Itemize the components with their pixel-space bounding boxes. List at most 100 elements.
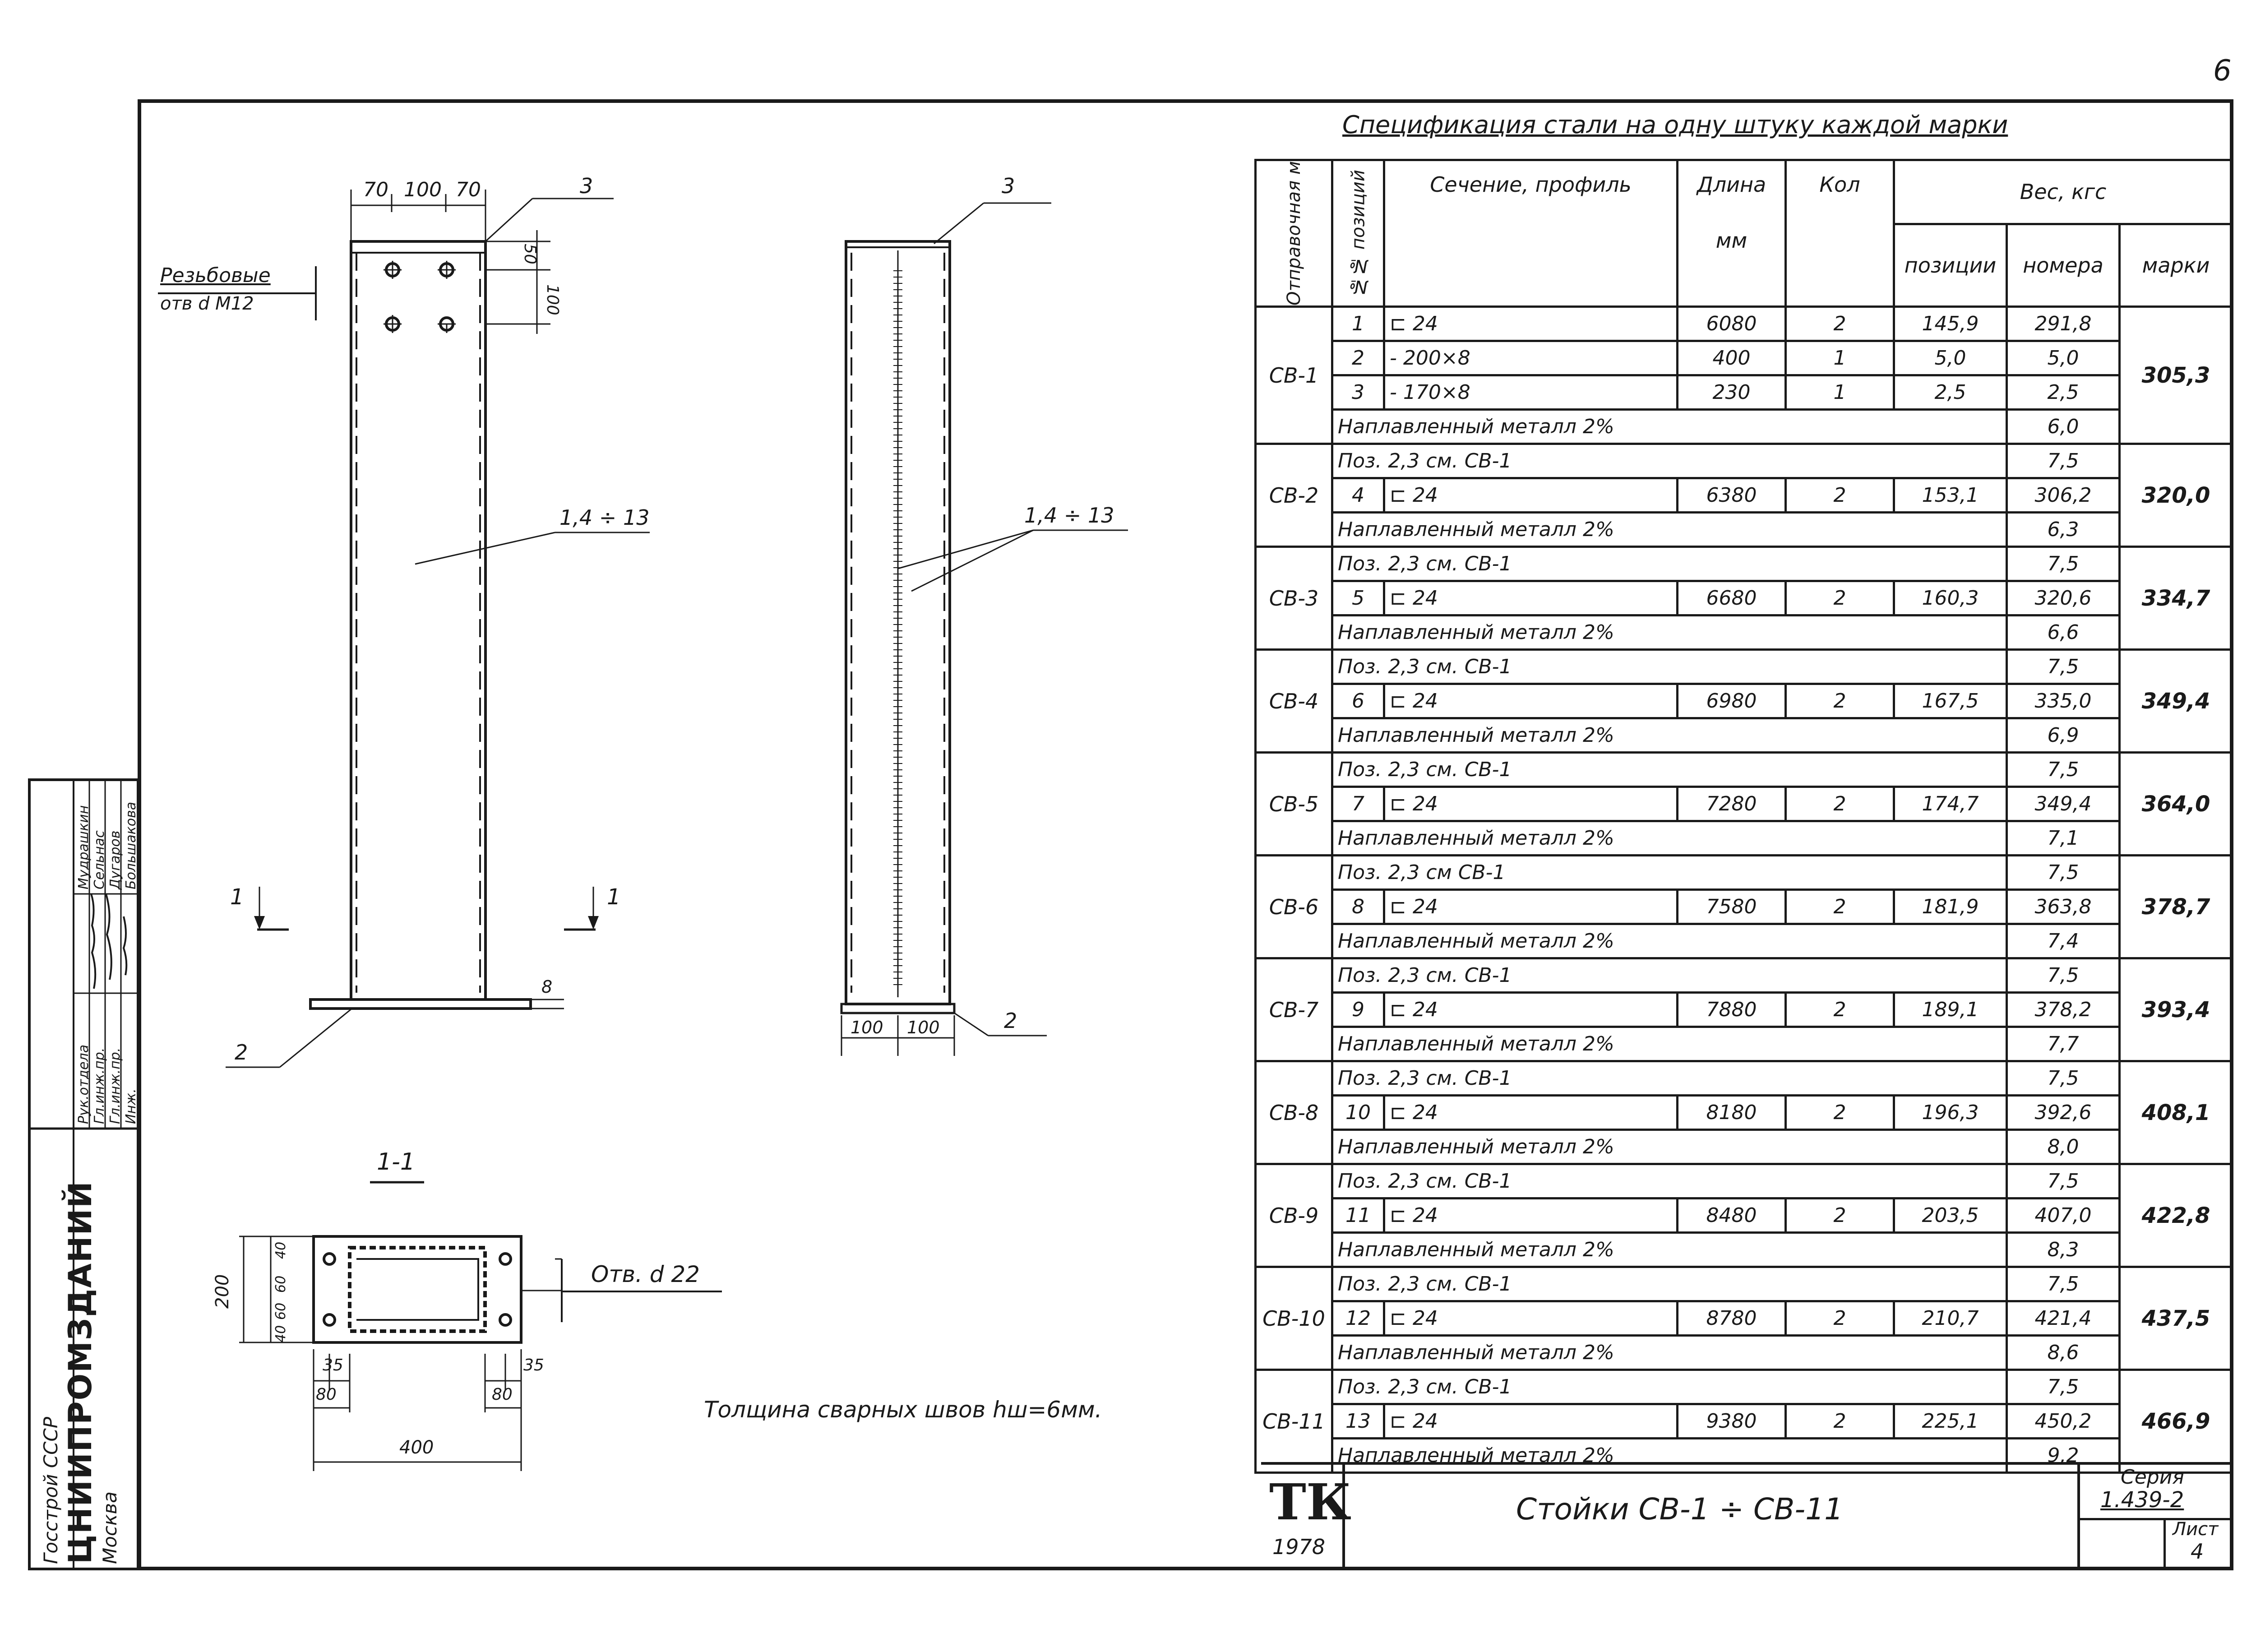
section-dim-v4: 40	[273, 1241, 289, 1259]
reference-weight: 7,5	[2006, 546, 2121, 582]
table-row: Наплавленный металл 2%6,3	[1256, 511, 2233, 548]
section-left-dim-2: 80	[316, 1385, 337, 1404]
length-cell: 6080	[1676, 305, 1787, 342]
length-cell: 6680	[1676, 580, 1787, 616]
reference-note: Поз. 2,3 см. СВ-1	[1331, 1163, 2008, 1199]
dim-top-3: 70	[456, 178, 481, 201]
spec-table: Отправочная марка №№ позиций Сечение, пр…	[1254, 159, 2234, 1474]
group-total-weight: 466,9	[2118, 1369, 2234, 1474]
table-row: Наплавленный металл 2%6,9	[1256, 717, 2233, 754]
weight-num-cell: 363,8	[2006, 888, 2121, 925]
weight-pos-cell: 160,3	[1893, 580, 2008, 616]
qty-cell: 2	[1784, 1197, 1895, 1234]
table-row: Наплавленный металл 2%7,1	[1256, 820, 2233, 856]
section-cell: - 200×8	[1383, 340, 1678, 376]
section-mark-left: 1	[230, 884, 244, 910]
weight-num-cell: 407,0	[2006, 1197, 2121, 1234]
reference-note: Поз. 2,3 см. СВ-1	[1331, 1369, 2008, 1405]
header-mark: Отправочная марка	[1255, 160, 1332, 307]
weld-metal-note: Наплавленный металл 2%	[1331, 1026, 2008, 1062]
group-total-weight: 320,0	[2118, 443, 2234, 548]
reference-weight: 7,5	[2006, 1266, 2121, 1302]
weld-metal-weight: 7,4	[2006, 923, 2121, 959]
weld-metal-weight: 7,7	[2006, 1026, 2121, 1062]
pos-cell: 10	[1331, 1094, 1385, 1131]
qty-cell: 2	[1784, 683, 1895, 719]
year: 1978	[1272, 1535, 1326, 1559]
qty-cell: 1	[1784, 374, 1895, 411]
group-total-weight: 437,5	[2118, 1266, 2234, 1371]
table-row: Наплавленный металл 2%9,2	[1256, 1437, 2233, 1474]
reference-note: Поз. 2,3 см. СВ-1	[1331, 1060, 2008, 1097]
weld-metal-weight: 6,3	[2006, 511, 2121, 548]
section-cell: ⊏ 24	[1383, 1197, 1678, 1234]
weld-metal-note: Наплавленный металл 2%	[1331, 408, 2008, 445]
pos-cell: 9	[1331, 991, 1385, 1028]
reference-weight: 7,5	[2006, 854, 2121, 891]
reference-weight: 7,5	[2006, 1060, 2121, 1097]
group-mark: СВ-7	[1254, 957, 1333, 1062]
header-weight-num: номера	[2006, 222, 2121, 308]
pos-cell: 11	[1331, 1197, 1385, 1234]
section-height-dim: 200	[212, 1274, 233, 1309]
length-cell: 8780	[1676, 1300, 1787, 1337]
pos-cell: 1	[1331, 305, 1385, 342]
group-total-weight: 349,4	[2118, 648, 2234, 754]
weld-metal-note: Наплавленный металл 2%	[1331, 511, 2008, 548]
weld-metal-weight: 6,0	[2006, 408, 2121, 445]
qty-cell: 2	[1784, 991, 1895, 1028]
pos-label-cap: 3	[580, 174, 593, 198]
qty-cell: 2	[1784, 1403, 1895, 1439]
page-number: 6	[2213, 54, 2232, 88]
weld-metal-note: Наплавленный металл 2%	[1331, 820, 2008, 856]
weld-metal-weight: 8,6	[2006, 1334, 2121, 1371]
group-total-weight: 408,1	[2118, 1060, 2234, 1165]
drawing-title: Стойки СВ-1 ÷ СВ-11	[1516, 1492, 1844, 1527]
weight-pos-cell: 153,1	[1893, 477, 2008, 514]
group-total-weight: 393,4	[2118, 957, 2234, 1062]
holes-callout-2: отв d M12	[160, 293, 254, 314]
section-cell: ⊏ 24	[1383, 683, 1678, 719]
section-dim-v1: 40	[273, 1325, 289, 1342]
table-row: Наплавленный металл 2%8,0	[1256, 1129, 2233, 1165]
weight-num-cell: 306,2	[2006, 477, 2121, 514]
dim-top-1: 70	[363, 178, 388, 201]
section-mark-right: 1	[607, 884, 621, 910]
weight-pos-cell: 2,5	[1893, 374, 2008, 411]
weld-metal-note: Наплавленный металл 2%	[1331, 614, 2008, 651]
qty-cell: 2	[1784, 786, 1895, 822]
reference-weight: 7,5	[2006, 648, 2121, 685]
stamp-grid	[31, 781, 137, 1568]
sheet-number: 4	[2191, 1539, 2204, 1564]
weight-num-cell: 378,2	[2006, 991, 2121, 1028]
weld-metal-note: Наплавленный металл 2%	[1331, 1129, 2008, 1165]
qty-cell: 2	[1784, 580, 1895, 616]
weight-num-cell: 335,0	[2006, 683, 2121, 719]
reference-note: Поз. 2,3 см. СВ-1	[1331, 443, 2008, 479]
reference-weight: 7,5	[2006, 957, 2121, 994]
header-weight-mark: марки	[2118, 222, 2234, 308]
logo: ТК	[1269, 1473, 1351, 1531]
table-row: Наплавленный металл 2%8,3	[1256, 1231, 2233, 1268]
reference-note: Поз. 2,3 см. СВ-1	[1331, 546, 2008, 582]
reference-weight: 7,5	[2006, 443, 2121, 479]
weight-num-cell: 320,6	[2006, 580, 2121, 616]
reference-note: Поз. 2,3 см. СВ-1	[1331, 648, 2008, 685]
weight-num-cell: 392,6	[2006, 1094, 2121, 1131]
group-mark: СВ-2	[1254, 443, 1333, 548]
group-total-weight: 378,7	[2118, 854, 2234, 959]
weight-pos-cell: 203,5	[1893, 1197, 2008, 1234]
pos-cell: 3	[1331, 374, 1385, 411]
